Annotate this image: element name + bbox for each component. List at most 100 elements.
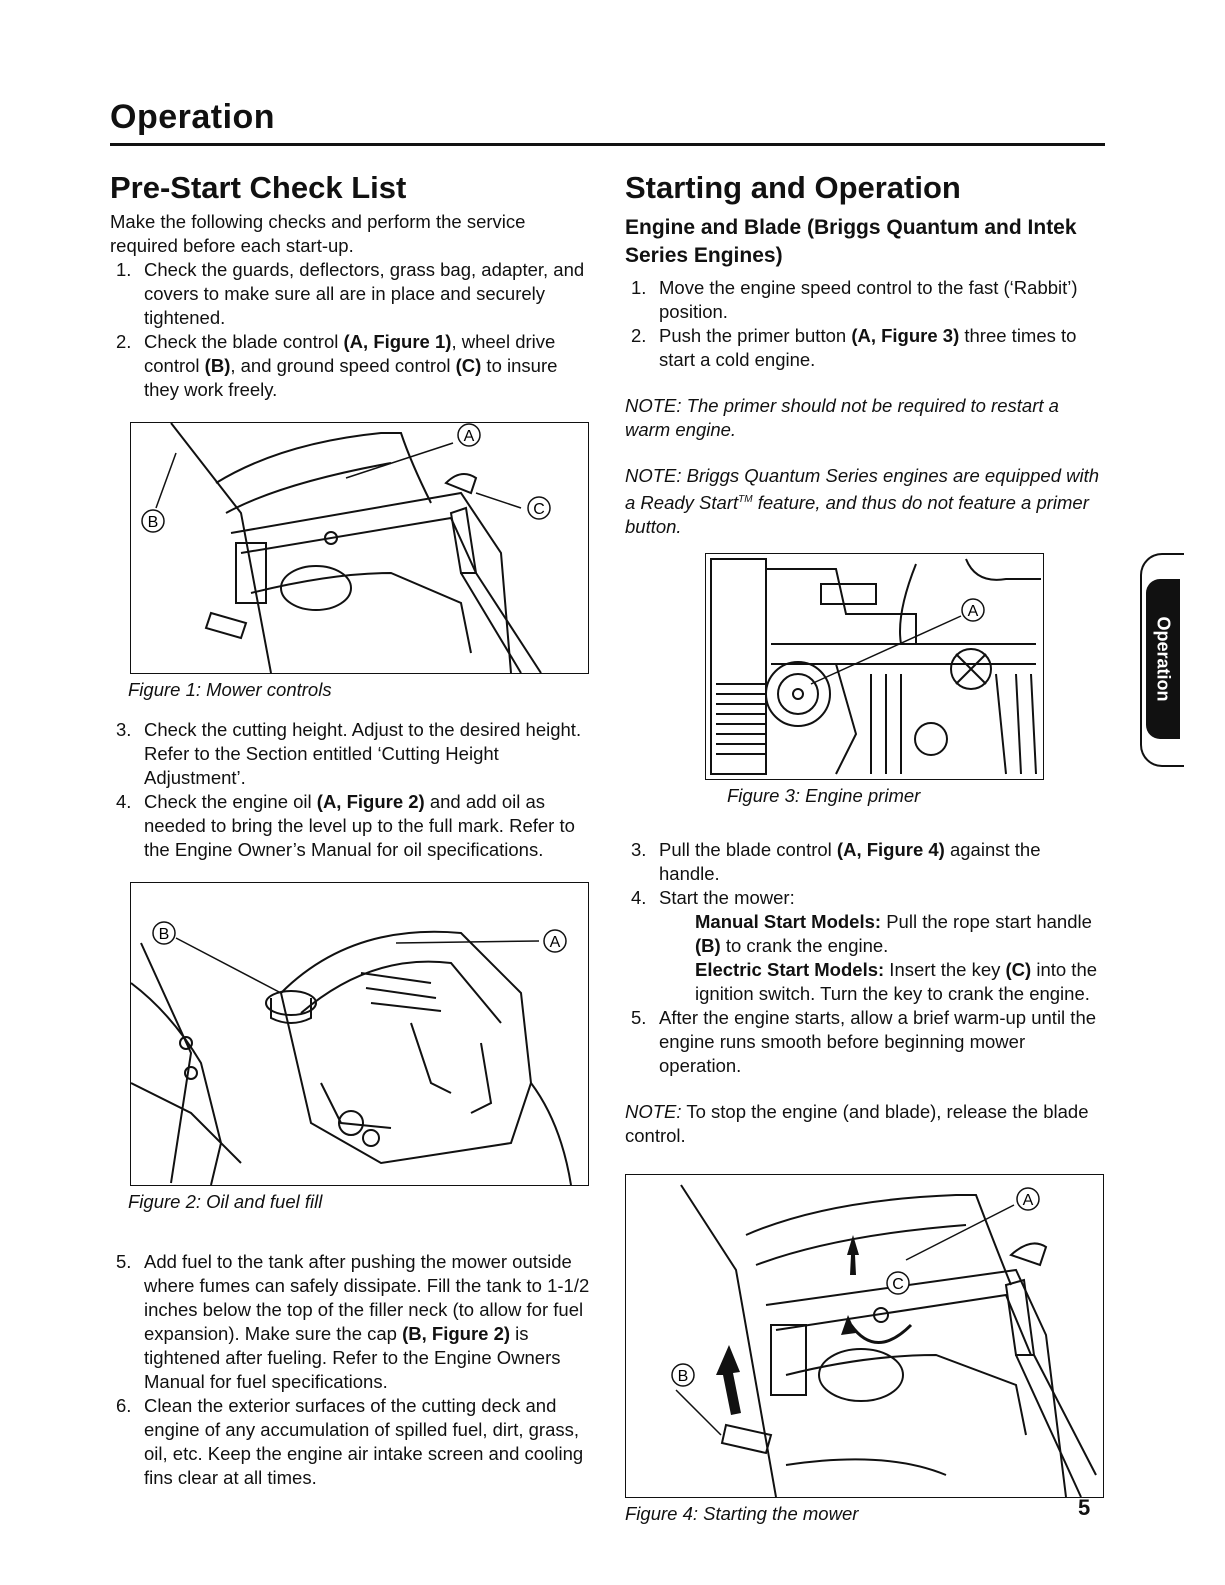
sub-text: Insert the key xyxy=(884,959,1006,981)
ref-bold: (A, Figure 2) xyxy=(316,791,425,812)
list-text: Check the cutting height. Adjust to the … xyxy=(144,719,582,788)
list-number: 4. xyxy=(116,791,132,812)
list-number: 3. xyxy=(116,719,132,740)
list-text: Check the guards, deflectors, grass bag,… xyxy=(144,259,585,328)
figure-3-caption: Figure 3: Engine primer xyxy=(727,785,921,807)
note-text: feature, and thus do not feature a prime… xyxy=(625,492,1089,538)
figure-1-mower-controls: A B C xyxy=(130,422,589,674)
direction-arrows xyxy=(716,1235,859,1416)
list-item: 3. Check the cutting height. Adjust to t… xyxy=(110,718,590,790)
callout-label: A xyxy=(968,603,979,620)
list-text: Move the engine speed control to the fas… xyxy=(659,277,1078,322)
engine-blade-subtitle: Engine and Blade (Briggs Quantum and Int… xyxy=(625,216,1077,267)
figure-2-oil-fuel-fill: B A xyxy=(130,882,589,1186)
ref-bold: (B, Figure 2) xyxy=(402,1323,511,1344)
figure-1-caption: Figure 1: Mower controls xyxy=(128,679,332,700)
note-text: NOTE: Briggs Quantum Series engines are … xyxy=(625,465,1100,514)
right-column: Starting and Operation Engine and Blade … xyxy=(625,170,1105,1526)
engine-primer-illustration: A xyxy=(710,558,1041,776)
figure-3-callouts: A xyxy=(961,598,985,622)
list-text: is tightened after fueling. Refer to the… xyxy=(144,1323,561,1392)
list-number: 2. xyxy=(631,325,647,346)
side-tab-fill: Operation xyxy=(1146,579,1180,739)
ref-bold: (B) xyxy=(695,935,721,957)
list-number: 4. xyxy=(631,887,647,909)
callout-label: A xyxy=(1023,1192,1034,1209)
section-side-tab: Operation xyxy=(1140,553,1184,767)
figure-2-caption: Figure 2: Oil and fuel fill xyxy=(128,1191,323,1212)
trademark: TM xyxy=(738,494,753,505)
list-number: 1. xyxy=(631,277,647,298)
pre-start-list-c: 5. Add fuel to the tank after pushing th… xyxy=(110,1250,590,1490)
list-item: 2. Check the blade control (A, Figure 1)… xyxy=(110,330,590,402)
list-text: Clean the exterior surfaces of the cutti… xyxy=(144,1395,584,1488)
header-rule xyxy=(110,143,1105,146)
list-text: and add oil as needed to bring the level… xyxy=(144,791,575,860)
manual-start-label: Manual Start Models: xyxy=(695,911,882,933)
electric-start-label: Electric Start Models: xyxy=(695,959,885,981)
list-number: 6. xyxy=(116,1395,132,1416)
page-number: 5 xyxy=(1078,1495,1091,1520)
figure-4-starting-mower: A B C xyxy=(625,1174,1104,1499)
pre-start-title: Pre-Start Check List xyxy=(110,170,407,205)
list-number: 5. xyxy=(631,1007,647,1029)
left-column: Pre-Start Check List Make the following … xyxy=(110,170,590,1490)
list-number: 2. xyxy=(116,331,132,352)
note-text: To stop the engine (and blade), release … xyxy=(625,1101,1089,1147)
note-stop-engine: NOTE: To stop the engine (and blade), re… xyxy=(625,1100,1105,1148)
figure-3-engine-primer: A xyxy=(705,553,1044,781)
note-label: NOTE: xyxy=(625,1101,682,1123)
list-item: 5. After the engine starts, allow a brie… xyxy=(625,1006,1105,1078)
note-primer: NOTE: The primer should not be required … xyxy=(625,395,1059,440)
callout-label: B xyxy=(148,514,159,531)
list-item: 4. Check the engine oil (A, Figure 2) an… xyxy=(110,790,590,862)
callout-label: C xyxy=(533,501,545,518)
list-number: 1. xyxy=(116,259,132,280)
figure-1-callouts: A B C xyxy=(141,423,551,533)
list-text: , wheel drive control xyxy=(144,331,556,376)
pre-start-list-b: 3. Check the cutting height. Adjust to t… xyxy=(110,718,590,862)
mower-controls-illustration: A B C xyxy=(141,423,551,673)
list-item: 4. Start the mower: xyxy=(625,886,1105,910)
list-text: three times to start a cold engine. xyxy=(659,325,1077,370)
list-item: 5. Add fuel to the tank after pushing th… xyxy=(110,1250,590,1394)
sub-text: into the ignition switch. Turn the key t… xyxy=(695,959,1098,1005)
list-item: 2. Push the primer button (A, Figure 3) … xyxy=(625,324,1105,372)
list-text: After the engine starts, allow a brief w… xyxy=(659,1007,1097,1077)
figure-2-callouts: B A xyxy=(152,921,567,953)
starting-list-a: 1. Move the engine speed control to the … xyxy=(625,276,1105,372)
starting-title: Starting and Operation xyxy=(625,170,961,205)
electric-start-instructions: Electric Start Models: Insert the key (C… xyxy=(625,958,1105,1006)
starting-list-c: 5. After the engine starts, allow a brie… xyxy=(625,1006,1105,1078)
sub-text: Pull the rope start handle xyxy=(881,911,1092,933)
list-text: against the handle. xyxy=(659,839,1041,885)
list-text: Pull the blade control xyxy=(659,839,837,861)
list-text: to insure they work freely. xyxy=(144,355,558,400)
figure-4-callouts: A B C xyxy=(671,1187,1040,1387)
ref-bold: (A, Figure 1) xyxy=(343,331,452,352)
pre-start-intro: Make the following checks and perform th… xyxy=(110,211,526,256)
list-item: 6. Clean the exterior surfaces of the cu… xyxy=(110,1394,590,1490)
oil-fuel-illustration: B A xyxy=(131,921,572,1185)
starting-list-b: 3. Pull the blade control (A, Figure 4) … xyxy=(625,838,1105,910)
sub-text: to crank the engine. xyxy=(720,935,889,957)
ref-bold: (A, Figure 4) xyxy=(836,839,945,861)
list-number: 3. xyxy=(631,839,647,861)
callout-label: A xyxy=(464,428,475,445)
pre-start-list-a: 1. Check the guards, deflectors, grass b… xyxy=(110,258,590,402)
list-text: Start the mower: xyxy=(659,887,795,909)
ref-bold: (A, Figure 3) xyxy=(851,325,960,346)
side-tab-label: Operation xyxy=(1153,616,1174,702)
ref-bold: (B) xyxy=(204,355,231,376)
list-item: 1. Move the engine speed control to the … xyxy=(625,276,1105,324)
figure-4-caption: Figure 4: Starting the mower xyxy=(625,1503,859,1525)
list-text: Check the blade control xyxy=(144,331,344,352)
list-text: Add fuel to the tank after pushing the m… xyxy=(144,1251,590,1344)
list-number: 5. xyxy=(116,1251,132,1272)
ref-bold: (C) xyxy=(455,355,482,376)
section-title: Operation xyxy=(110,98,276,136)
callout-label: B xyxy=(678,1368,689,1385)
manual-start-instructions: Manual Start Models: Pull the rope start… xyxy=(625,910,1105,958)
list-text: , and ground speed control xyxy=(230,355,456,376)
starting-mower-illustration: A B C xyxy=(671,1184,1097,1498)
